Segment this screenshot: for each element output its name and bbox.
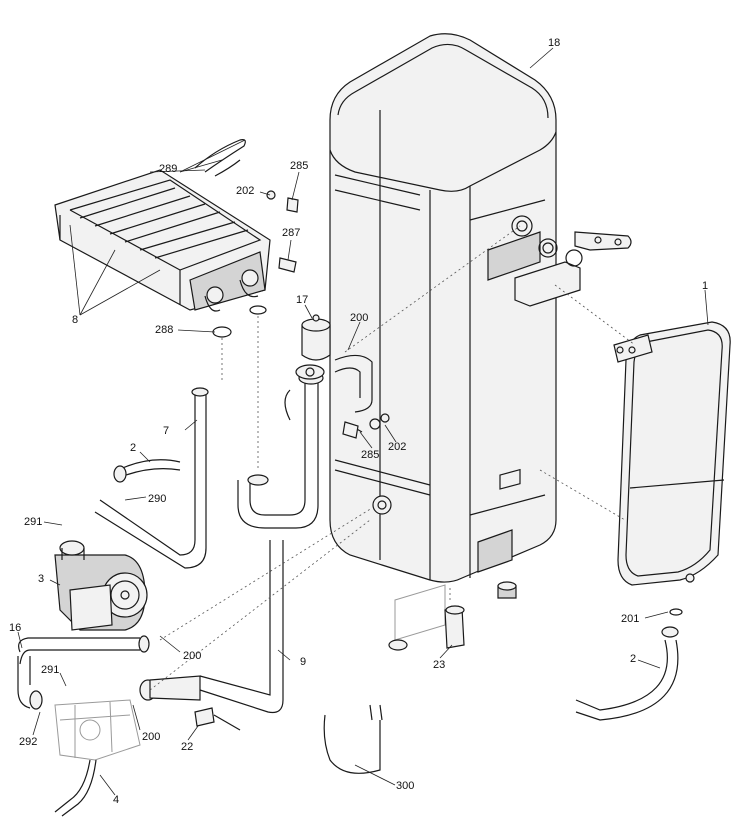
callout-291-top: 291 xyxy=(24,516,42,528)
callout-22: 22 xyxy=(181,741,193,753)
exchanger-small-parts xyxy=(194,139,299,338)
main-housing xyxy=(329,33,632,583)
callout-16: 16 xyxy=(9,622,21,634)
expansion-vessel xyxy=(613,321,731,586)
callout-2-right: 2 xyxy=(630,653,636,665)
callout-200-top: 200 xyxy=(350,312,368,324)
callout-7: 7 xyxy=(163,425,169,437)
callout-3: 3 xyxy=(38,573,44,585)
callout-8: 8 xyxy=(72,314,78,326)
callout-202-top: 202 xyxy=(236,185,254,197)
callout-9: 9 xyxy=(300,656,306,668)
callout-285-mid: 285 xyxy=(361,449,379,461)
callout-202-mid: 202 xyxy=(388,441,406,453)
callout-4: 4 xyxy=(113,794,119,806)
pump xyxy=(54,540,148,631)
callout-17: 17 xyxy=(296,294,308,306)
callout-18: 18 xyxy=(548,37,560,49)
pipe-9 xyxy=(139,354,373,714)
callout-285-top: 285 xyxy=(290,160,308,172)
callout-2-left: 2 xyxy=(130,442,136,454)
sensors-and-cables xyxy=(54,413,390,817)
callout-288: 288 xyxy=(155,324,173,336)
air-vent xyxy=(301,314,331,361)
callout-200-bottom: 200 xyxy=(142,731,160,743)
callout-200-right: 200 xyxy=(183,650,201,662)
lower-fittings xyxy=(388,581,517,651)
callout-292: 292 xyxy=(19,736,37,748)
flex-hoses xyxy=(113,459,683,721)
callout-289: 289 xyxy=(159,163,177,175)
hydraulic-block xyxy=(54,699,141,761)
assembly-guides xyxy=(149,225,636,691)
callout-287: 287 xyxy=(282,227,300,239)
leader-lines xyxy=(17,47,709,796)
callout-labels: 18 1 289 202 285 287 288 8 17 200 285 20… xyxy=(9,37,708,806)
callout-290: 290 xyxy=(148,493,166,505)
callout-291-bottom: 291 xyxy=(41,664,59,676)
callout-23: 23 xyxy=(433,659,445,671)
pipe-16 xyxy=(17,635,150,710)
callout-1: 1 xyxy=(702,280,708,292)
pipe-7 xyxy=(94,387,209,569)
heat-exchanger xyxy=(54,169,271,312)
callout-201: 201 xyxy=(621,613,639,625)
callout-300: 300 xyxy=(396,780,414,792)
